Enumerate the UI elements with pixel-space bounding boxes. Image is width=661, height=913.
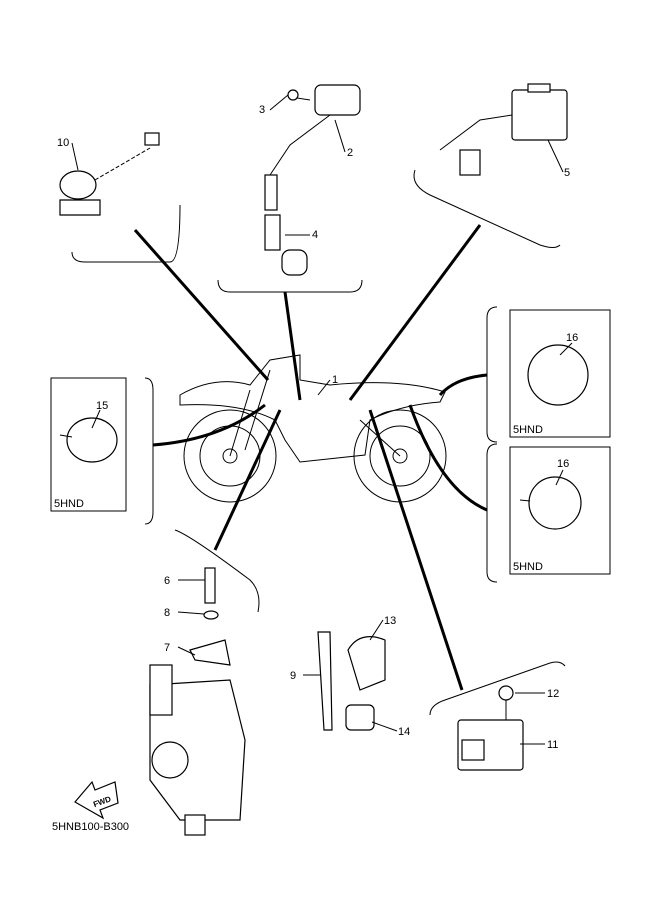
callout-leaders — [71, 94, 573, 745]
part-3-bolt — [287, 89, 311, 101]
callout-2: 2 — [347, 147, 353, 159]
callout-6: 6 — [164, 575, 170, 587]
callout-3: 3 — [259, 104, 265, 116]
part-13-clamp — [347, 636, 386, 691]
callout-5: 5 — [564, 167, 570, 179]
callout-12: 12 — [547, 688, 559, 700]
part-16-lamp-bottom — [519, 476, 582, 530]
callout-13: 13 — [384, 615, 396, 627]
part-2-ignition-coil — [264, 84, 361, 211]
leader-lines — [133, 224, 488, 691]
callout-11: 11 — [547, 739, 558, 751]
part-5-cdi-unit — [439, 83, 568, 176]
part-4-plug-cap — [264, 214, 308, 276]
motorcycle-outline — [179, 354, 447, 503]
variant-label-right-bottom: 5HND — [513, 561, 543, 573]
callout-9: 9 — [290, 670, 296, 682]
part-9-cable-tie — [317, 631, 333, 731]
part-10-sensor — [59, 132, 160, 216]
variant-label-right-top: 5HND — [513, 424, 543, 436]
part-12-screw — [498, 685, 514, 720]
variant-box-right-bottom — [509, 446, 611, 575]
part-11-relay — [457, 719, 524, 771]
part-16-lamp-top — [527, 344, 589, 406]
callout-7: 7 — [164, 642, 170, 654]
variant-label-left: 5HND — [54, 498, 84, 510]
fwd-arrow-icon: FWD — [74, 780, 119, 820]
part-15-lamp — [59, 417, 118, 463]
callout-1: 1 — [332, 374, 338, 386]
callout-16-top: 16 — [566, 332, 578, 344]
callout-10: 10 — [57, 137, 69, 149]
callout-4: 4 — [312, 229, 318, 241]
callout-14: 14 — [398, 726, 410, 738]
callout-16-bottom: 16 — [557, 458, 569, 470]
variant-box-right-top — [509, 309, 611, 438]
part-14-holder — [345, 704, 375, 731]
callout-15: 15 — [96, 400, 108, 412]
diagram-code: 5HNB100-B300 — [52, 821, 129, 833]
carburetor — [149, 664, 246, 836]
variant-box-left — [50, 377, 127, 512]
part-6-8-7-fittings — [189, 567, 231, 666]
callout-8: 8 — [164, 607, 170, 619]
